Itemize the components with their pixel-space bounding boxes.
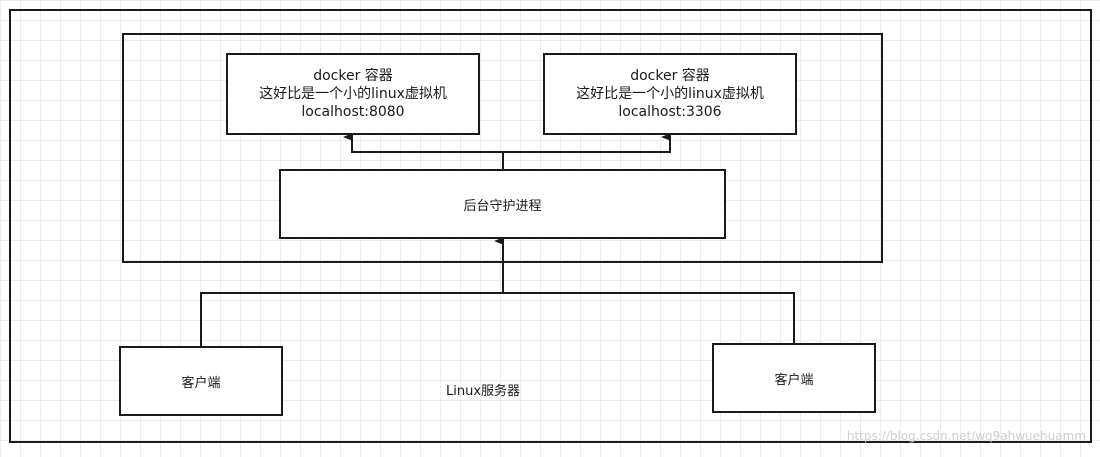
- client-label: 客户端: [774, 372, 814, 388]
- docker-container-box-2: docker 容器 这好比是一个小的linux虚拟机 localhost:330…: [543, 53, 797, 135]
- server-label: Linux服务器: [445, 384, 521, 399]
- daemon-label: 后台守护进程: [463, 198, 542, 214]
- client-label: 客户端: [181, 375, 221, 391]
- container-title: docker 容器: [630, 67, 710, 84]
- container-description: 这好比是一个小的linux虚拟机: [576, 85, 764, 102]
- container-address: localhost:3306: [618, 103, 722, 120]
- client-box-1: 客户端: [119, 346, 283, 416]
- container-title: docker 容器: [313, 67, 393, 84]
- client-box-2: 客户端: [712, 343, 876, 413]
- daemon-process-box: 后台守护进程: [279, 169, 726, 239]
- linux-server-frame: [9, 9, 1092, 443]
- container-address: localhost:8080: [301, 103, 405, 120]
- container-description: 这好比是一个小的linux虚拟机: [259, 85, 447, 102]
- watermark: https://blog.csdn.net/wq9ahwuehuamm: [846, 429, 1086, 443]
- docker-container-box-1: docker 容器 这好比是一个小的linux虚拟机 localhost:808…: [226, 53, 480, 135]
